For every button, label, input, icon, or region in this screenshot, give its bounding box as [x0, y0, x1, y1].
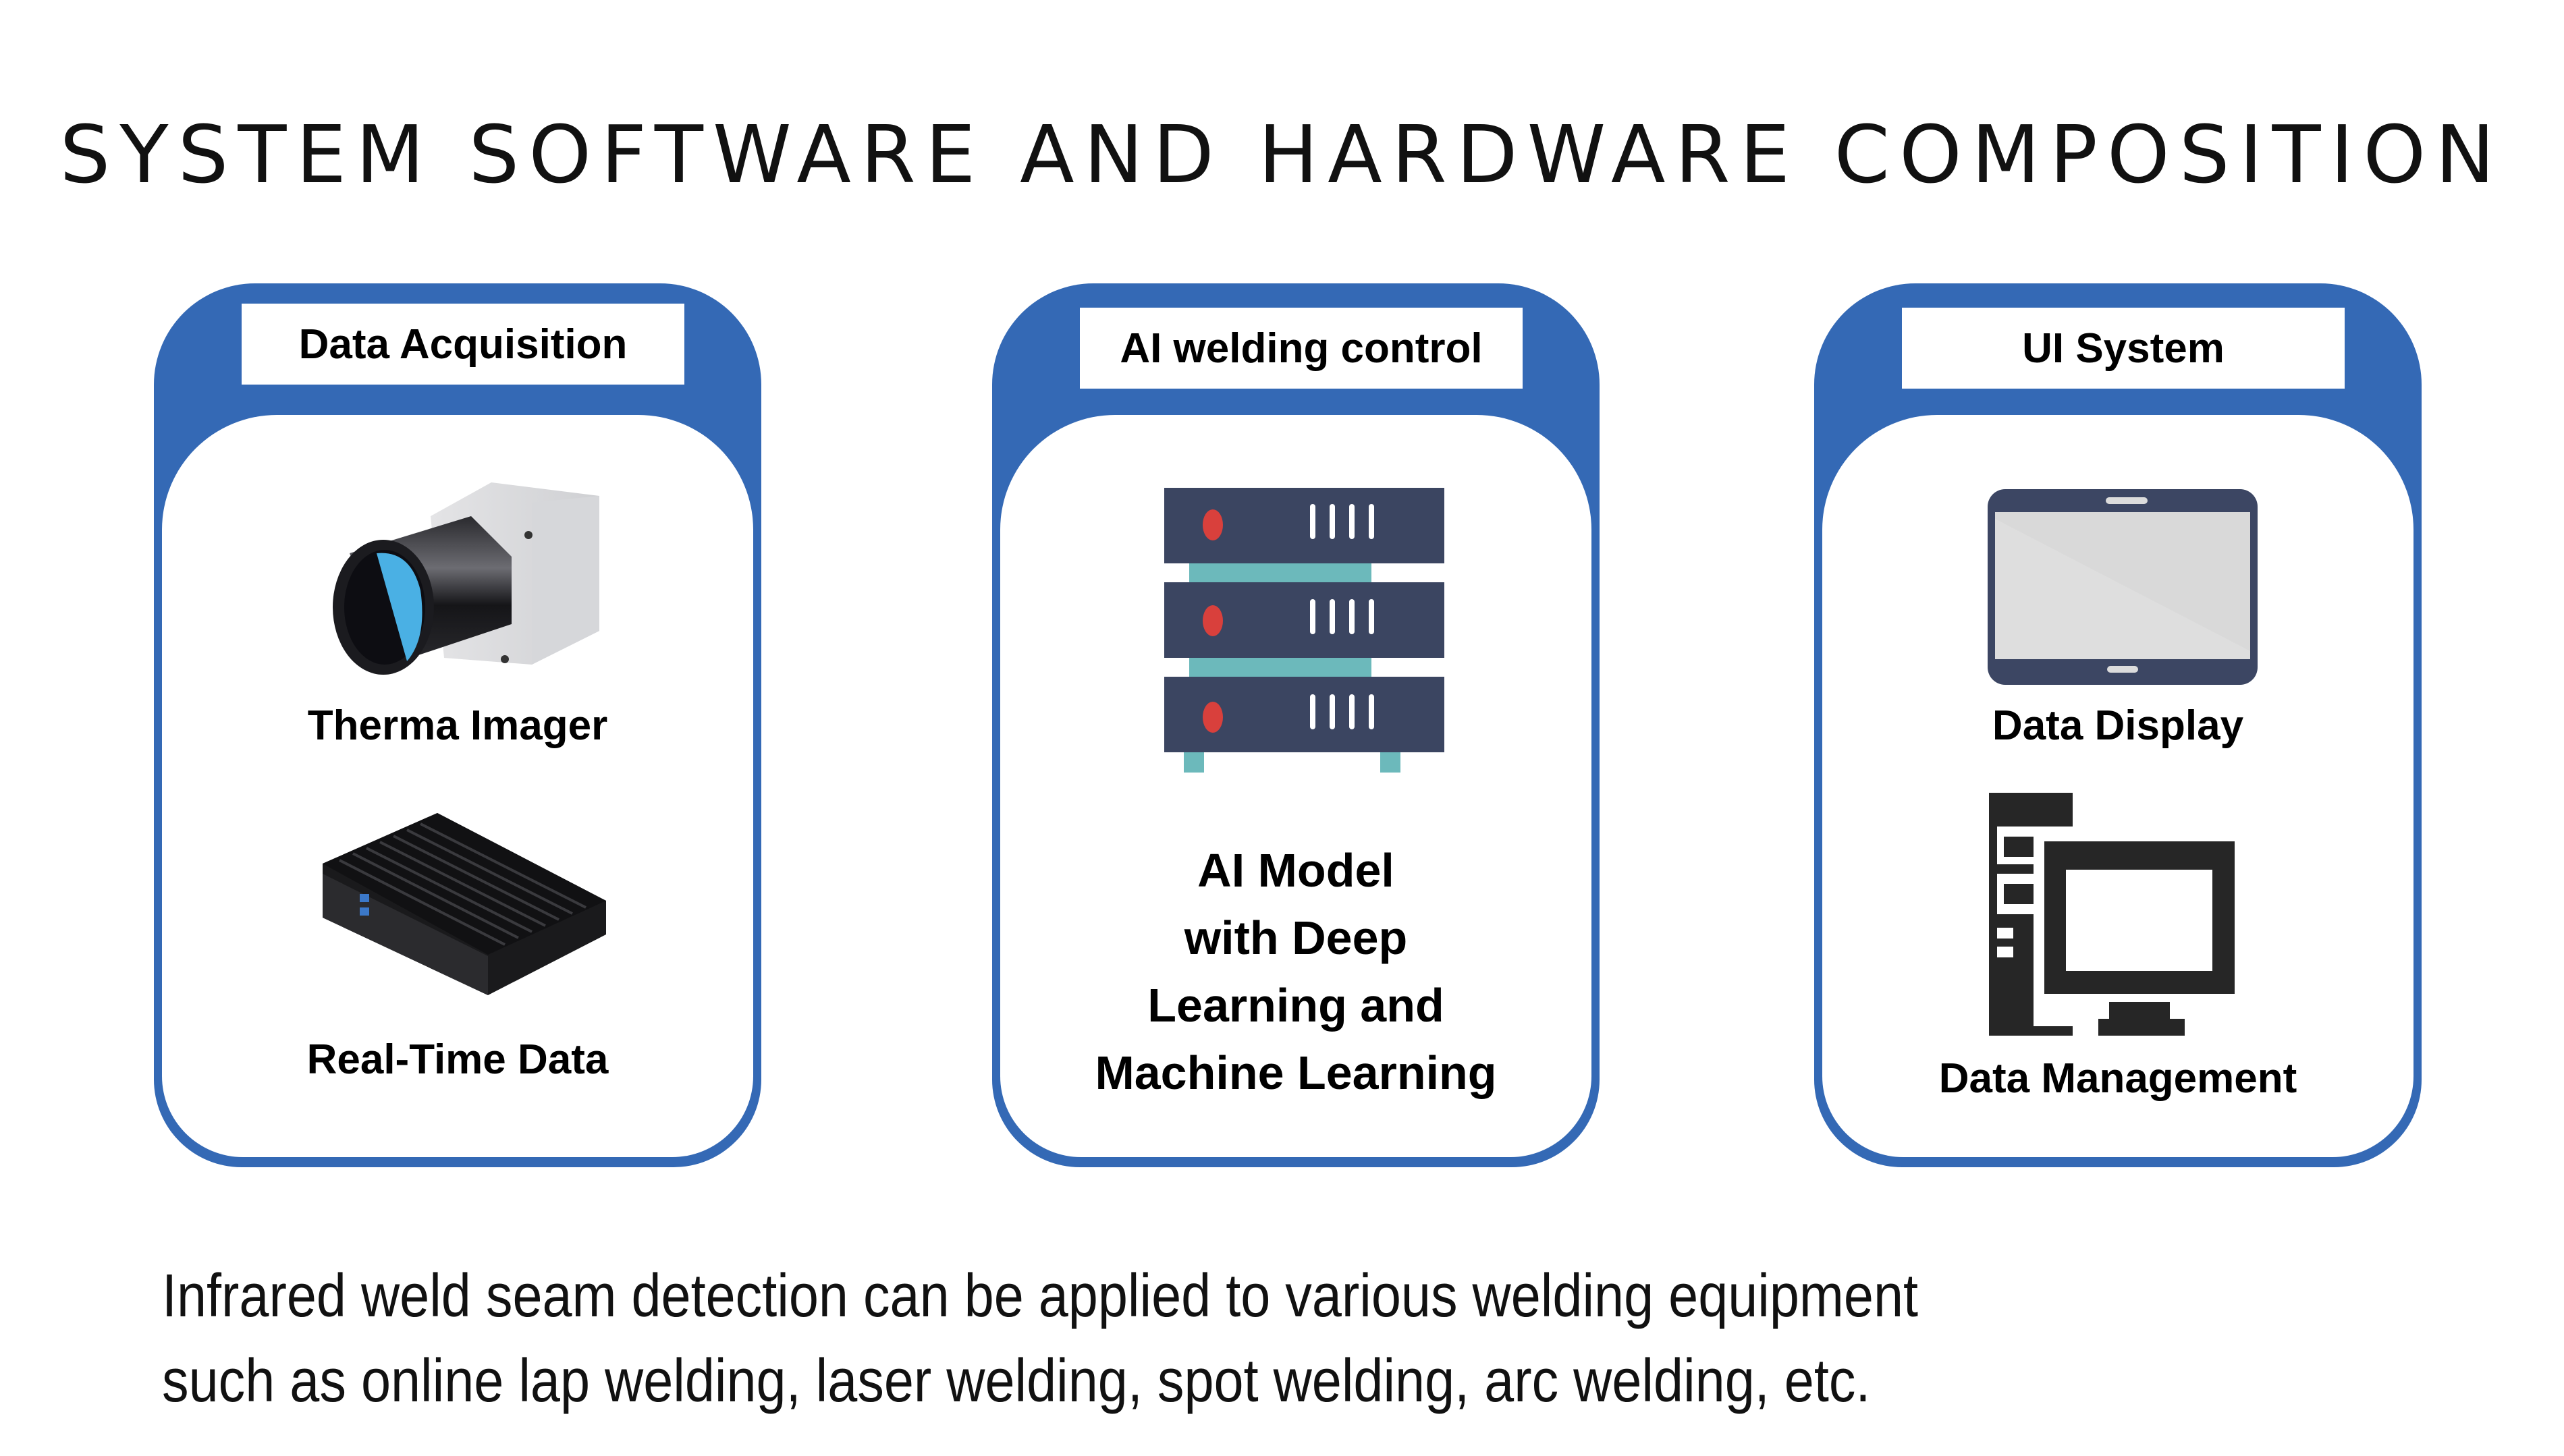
- item-label-ai-model: AI Model with Deep Learning and Machine …: [1000, 837, 1591, 1107]
- item-label-therma-imager: Therma Imager: [307, 702, 608, 749]
- label-line: Learning and: [1147, 979, 1444, 1032]
- panel-ui-system: UI System Data Display Data Management: [1814, 283, 2422, 1167]
- panel-header: Data Acquisition: [242, 304, 684, 385]
- label-line: Machine Learning: [1095, 1046, 1497, 1099]
- panel-ai-welding-control: AI welding control: [992, 283, 1600, 1167]
- label-line: with Deep: [1184, 912, 1408, 964]
- item-label-data-display: Data Display: [1992, 702, 2244, 749]
- panel-header: AI welding control: [1080, 308, 1523, 389]
- tablet-icon: [1988, 489, 2258, 685]
- label-line: AI Model: [1197, 844, 1394, 897]
- page-title: SYSTEM SOFTWARE AND HARDWARE COMPOSITION: [59, 108, 2505, 201]
- panel-data-acquisition: Data Acquisition Therma Imager: [154, 283, 761, 1167]
- panel-body: Data Display Data Management: [1822, 415, 2413, 1157]
- footer-line: Infrared weld seam detection can be appl…: [162, 1262, 1919, 1330]
- desktop-computer-icon: [1989, 793, 2235, 1036]
- panel-body: AI Model with Deep Learning and Machine …: [1000, 415, 1591, 1157]
- panel-header: UI System: [1902, 308, 2345, 389]
- footer-description: Infrared weld seam detection can be appl…: [162, 1254, 2181, 1424]
- panel-body: Therma Imager Real-Time Data: [162, 415, 753, 1157]
- item-label-data-management: Data Management: [1938, 1055, 2297, 1102]
- item-label-real-time-data: Real-Time Data: [306, 1036, 609, 1083]
- thermal-camera-icon: [333, 482, 599, 675]
- edge-computer-icon: [323, 813, 606, 995]
- footer-line: such as online lap welding, laser weldin…: [162, 1347, 1871, 1415]
- server-rack-icon: [1164, 488, 1444, 773]
